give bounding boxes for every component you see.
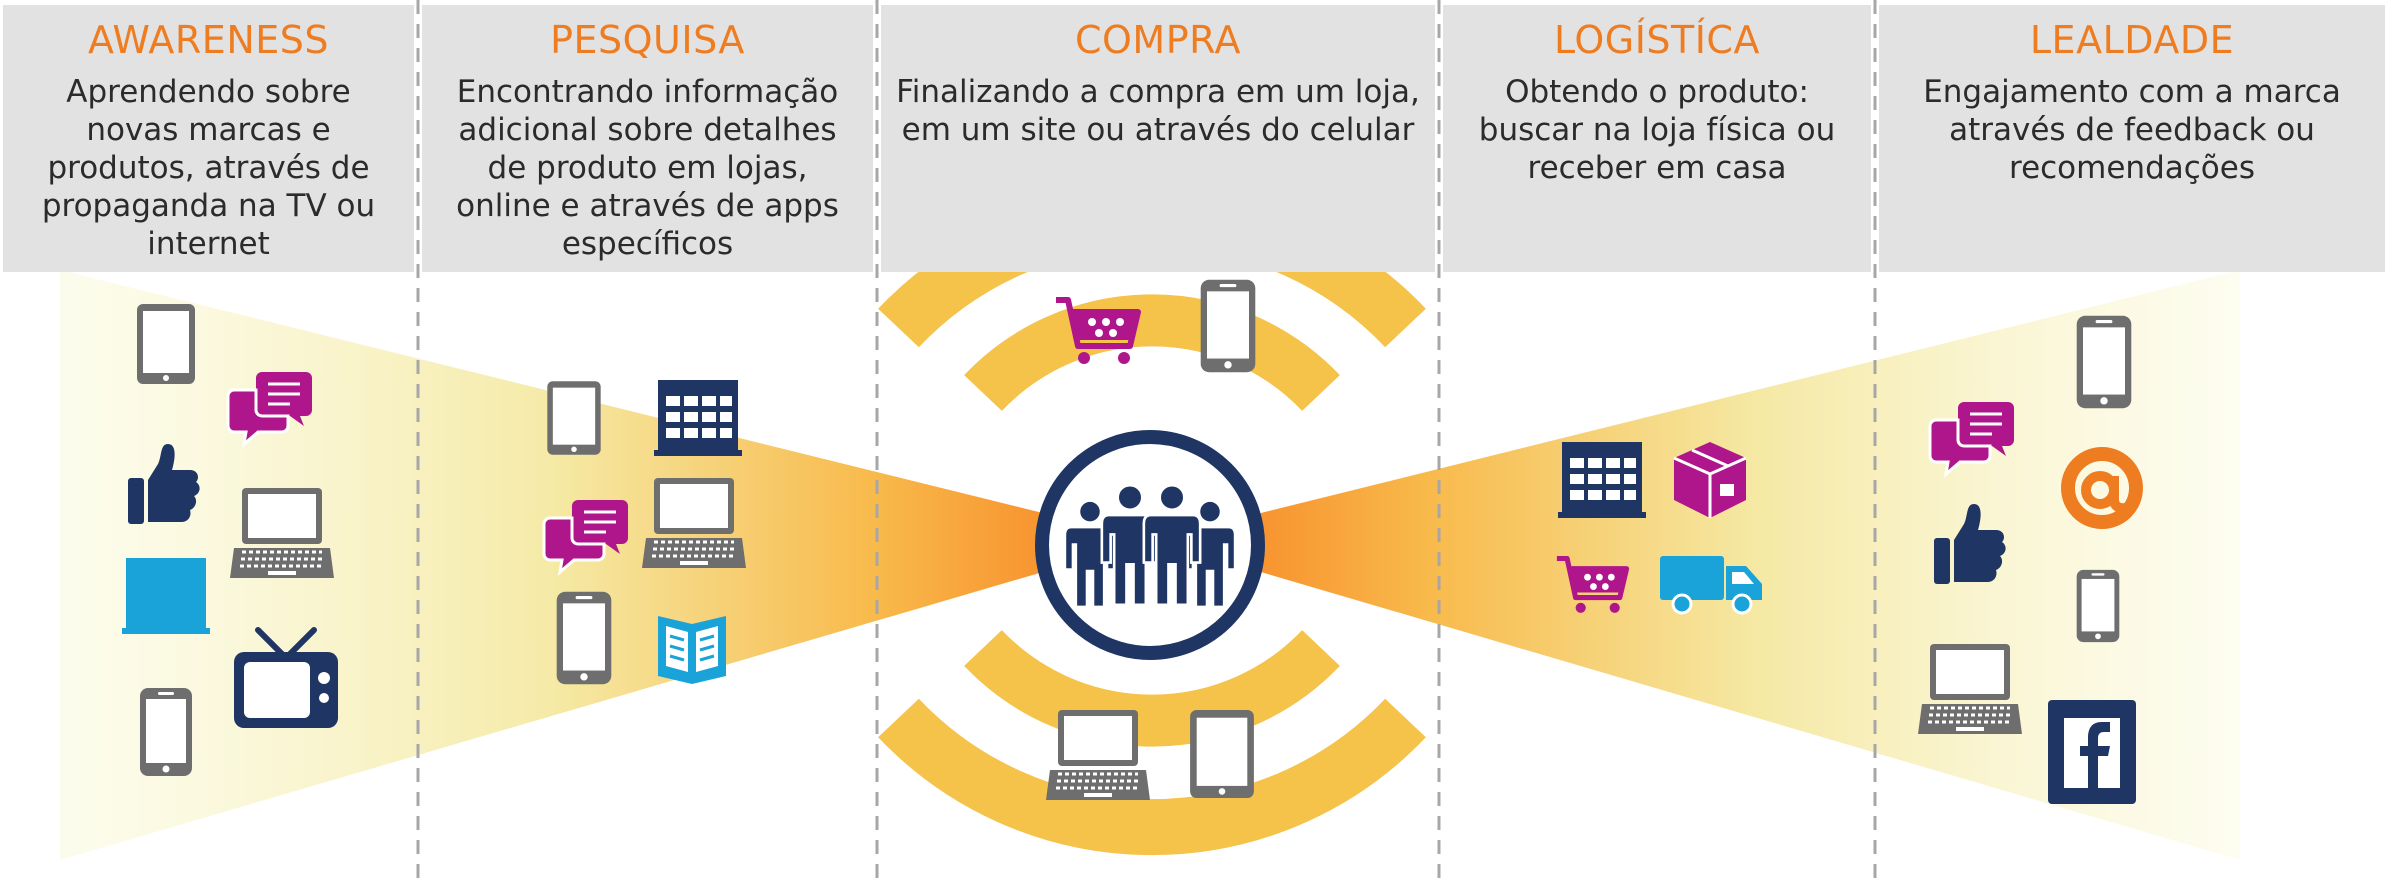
- laptop-icon: [228, 486, 336, 580]
- column-description: Aprendendo sobre novas marcas e produtos…: [41, 74, 376, 262]
- column-description: Engajamento com a marca através de feedb…: [1923, 74, 2341, 186]
- building-icon: [1558, 442, 1646, 518]
- column-header-pesquisa: PESQUISA Encontrando informação adiciona…: [422, 5, 873, 272]
- column-dividers: [416, 0, 1877, 882]
- inner-bottom-arc: [964, 629, 1340, 747]
- people-group-icon: [1035, 430, 1265, 660]
- column-description: Obtendo o produto: buscar na loja física…: [1478, 74, 1836, 186]
- column-header-lealdade: LEALDADE Engajamento com a marca através…: [1879, 5, 2385, 272]
- inner-top-arc: [964, 294, 1340, 412]
- column-header-awareness: AWARENESS Aprendendo sobre novas marcas …: [3, 5, 414, 272]
- column-description: Encontrando informação adicional sobre d…: [456, 74, 839, 262]
- column-title: AWARENESS: [88, 18, 329, 62]
- laptop-icon: [1916, 642, 2024, 736]
- smartphone-icon: [1200, 279, 1256, 373]
- laptop-icon: [1044, 708, 1152, 802]
- column-title: LEALDADE: [2029, 18, 2235, 62]
- smartphone-icon: [140, 688, 192, 776]
- tablet-icon: [1190, 710, 1254, 798]
- column-header-logistica: LOGÍSTÍCA Obtendo o produto: buscar na l…: [1443, 5, 1871, 272]
- building-icon: [122, 558, 210, 634]
- laptop-icon: [640, 476, 748, 570]
- lealdade-icons: [1916, 315, 2143, 804]
- facebook-icon: [2048, 700, 2136, 804]
- tablet-icon: [137, 304, 195, 384]
- smartphone-icon: [556, 591, 612, 685]
- building-icon: [654, 380, 742, 456]
- tablet-icon: [547, 381, 601, 455]
- column-header-compra: COMPRA Finalizando a compra em um loja, …: [881, 5, 1435, 272]
- smartphone-icon: [2076, 315, 2132, 409]
- book-icon: [656, 614, 728, 686]
- awareness-icons: [122, 304, 338, 776]
- smartphone-icon: [2076, 569, 2120, 643]
- outer-bottom-arc: [878, 698, 1426, 856]
- column-title: PESQUISA: [550, 18, 745, 62]
- column-title: LOGÍSTÍCA: [1554, 18, 1760, 62]
- at-sign-icon: [2061, 447, 2143, 529]
- column-description: Finalizando a compra em um loja, em um s…: [896, 74, 1420, 148]
- column-title: COMPRA: [1074, 18, 1241, 62]
